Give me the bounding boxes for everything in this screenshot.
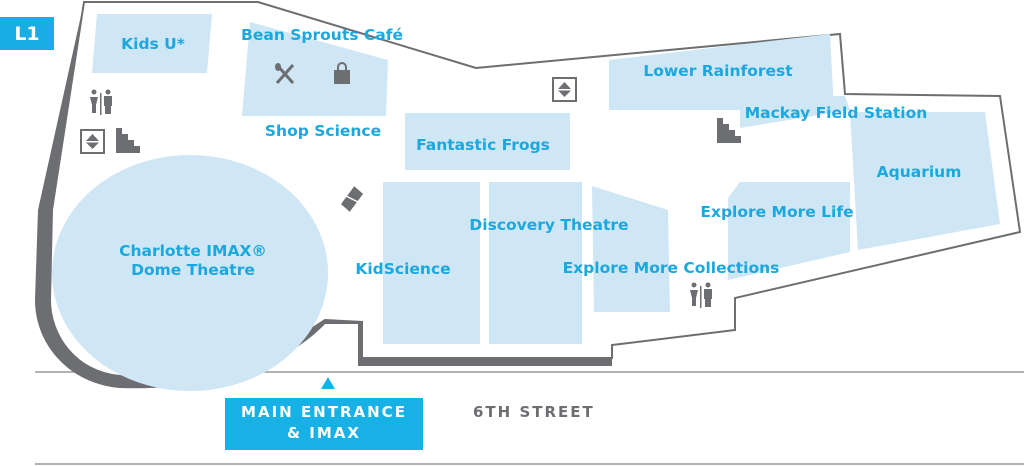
room-aquarium[interactable] [850, 112, 1000, 250]
label-mackay: Mackay Field Station [744, 104, 928, 122]
room-imax[interactable] [52, 155, 328, 391]
ticket-icon [340, 186, 364, 212]
stairs-icon [116, 128, 140, 153]
label-discovery: Discovery Theatre [469, 216, 629, 234]
room-kidscience[interactable] [383, 182, 480, 344]
entrance-arrow-icon [321, 377, 335, 389]
label-imax: Charlotte IMAX®Dome Theatre [119, 242, 267, 280]
label-bean-sprouts: Bean Sprouts Café [241, 26, 403, 44]
room-explore-collections[interactable] [592, 186, 670, 312]
room-mackay[interactable] [740, 96, 850, 128]
elevator-icon [80, 129, 105, 154]
stairs-icon [717, 118, 741, 143]
elevator-icon [552, 77, 577, 102]
restaurant-icon [275, 63, 295, 84]
label-kidscience: KidScience [355, 260, 451, 278]
room-fantastic-frogs[interactable] [405, 113, 570, 170]
room-explore-life[interactable] [728, 182, 850, 280]
restroom-icon [690, 282, 712, 308]
entrance-line1: MAIN ENTRANCE [241, 403, 407, 421]
shopping-bag-icon [334, 62, 350, 84]
label-explore-collections: Explore More Collections [562, 259, 780, 277]
entrance-line2: & IMAX [287, 424, 361, 442]
label-shop-science: Shop Science [264, 122, 382, 140]
room-bean-sprouts[interactable] [242, 22, 388, 116]
label-imax-line2: Dome Theatre [131, 261, 255, 279]
room-discovery[interactable] [489, 182, 582, 344]
room-kids-u[interactable] [92, 14, 212, 73]
main-entrance-label[interactable]: MAIN ENTRANCE & IMAX [225, 398, 423, 450]
label-explore-life: Explore More Life [700, 203, 854, 221]
street-label: 6TH STREET [473, 403, 595, 421]
label-imax-line1: Charlotte IMAX® [119, 242, 267, 260]
label-lower-rainforest: Lower Rainforest [643, 62, 793, 80]
level-badge: L1 [0, 17, 54, 50]
room-lower-rainforest[interactable] [609, 34, 834, 110]
label-kids-u: Kids U* [121, 35, 185, 53]
label-aquarium: Aquarium [876, 163, 962, 181]
restroom-icon [90, 89, 112, 115]
label-fantastic-frogs: Fantastic Frogs [416, 136, 550, 154]
